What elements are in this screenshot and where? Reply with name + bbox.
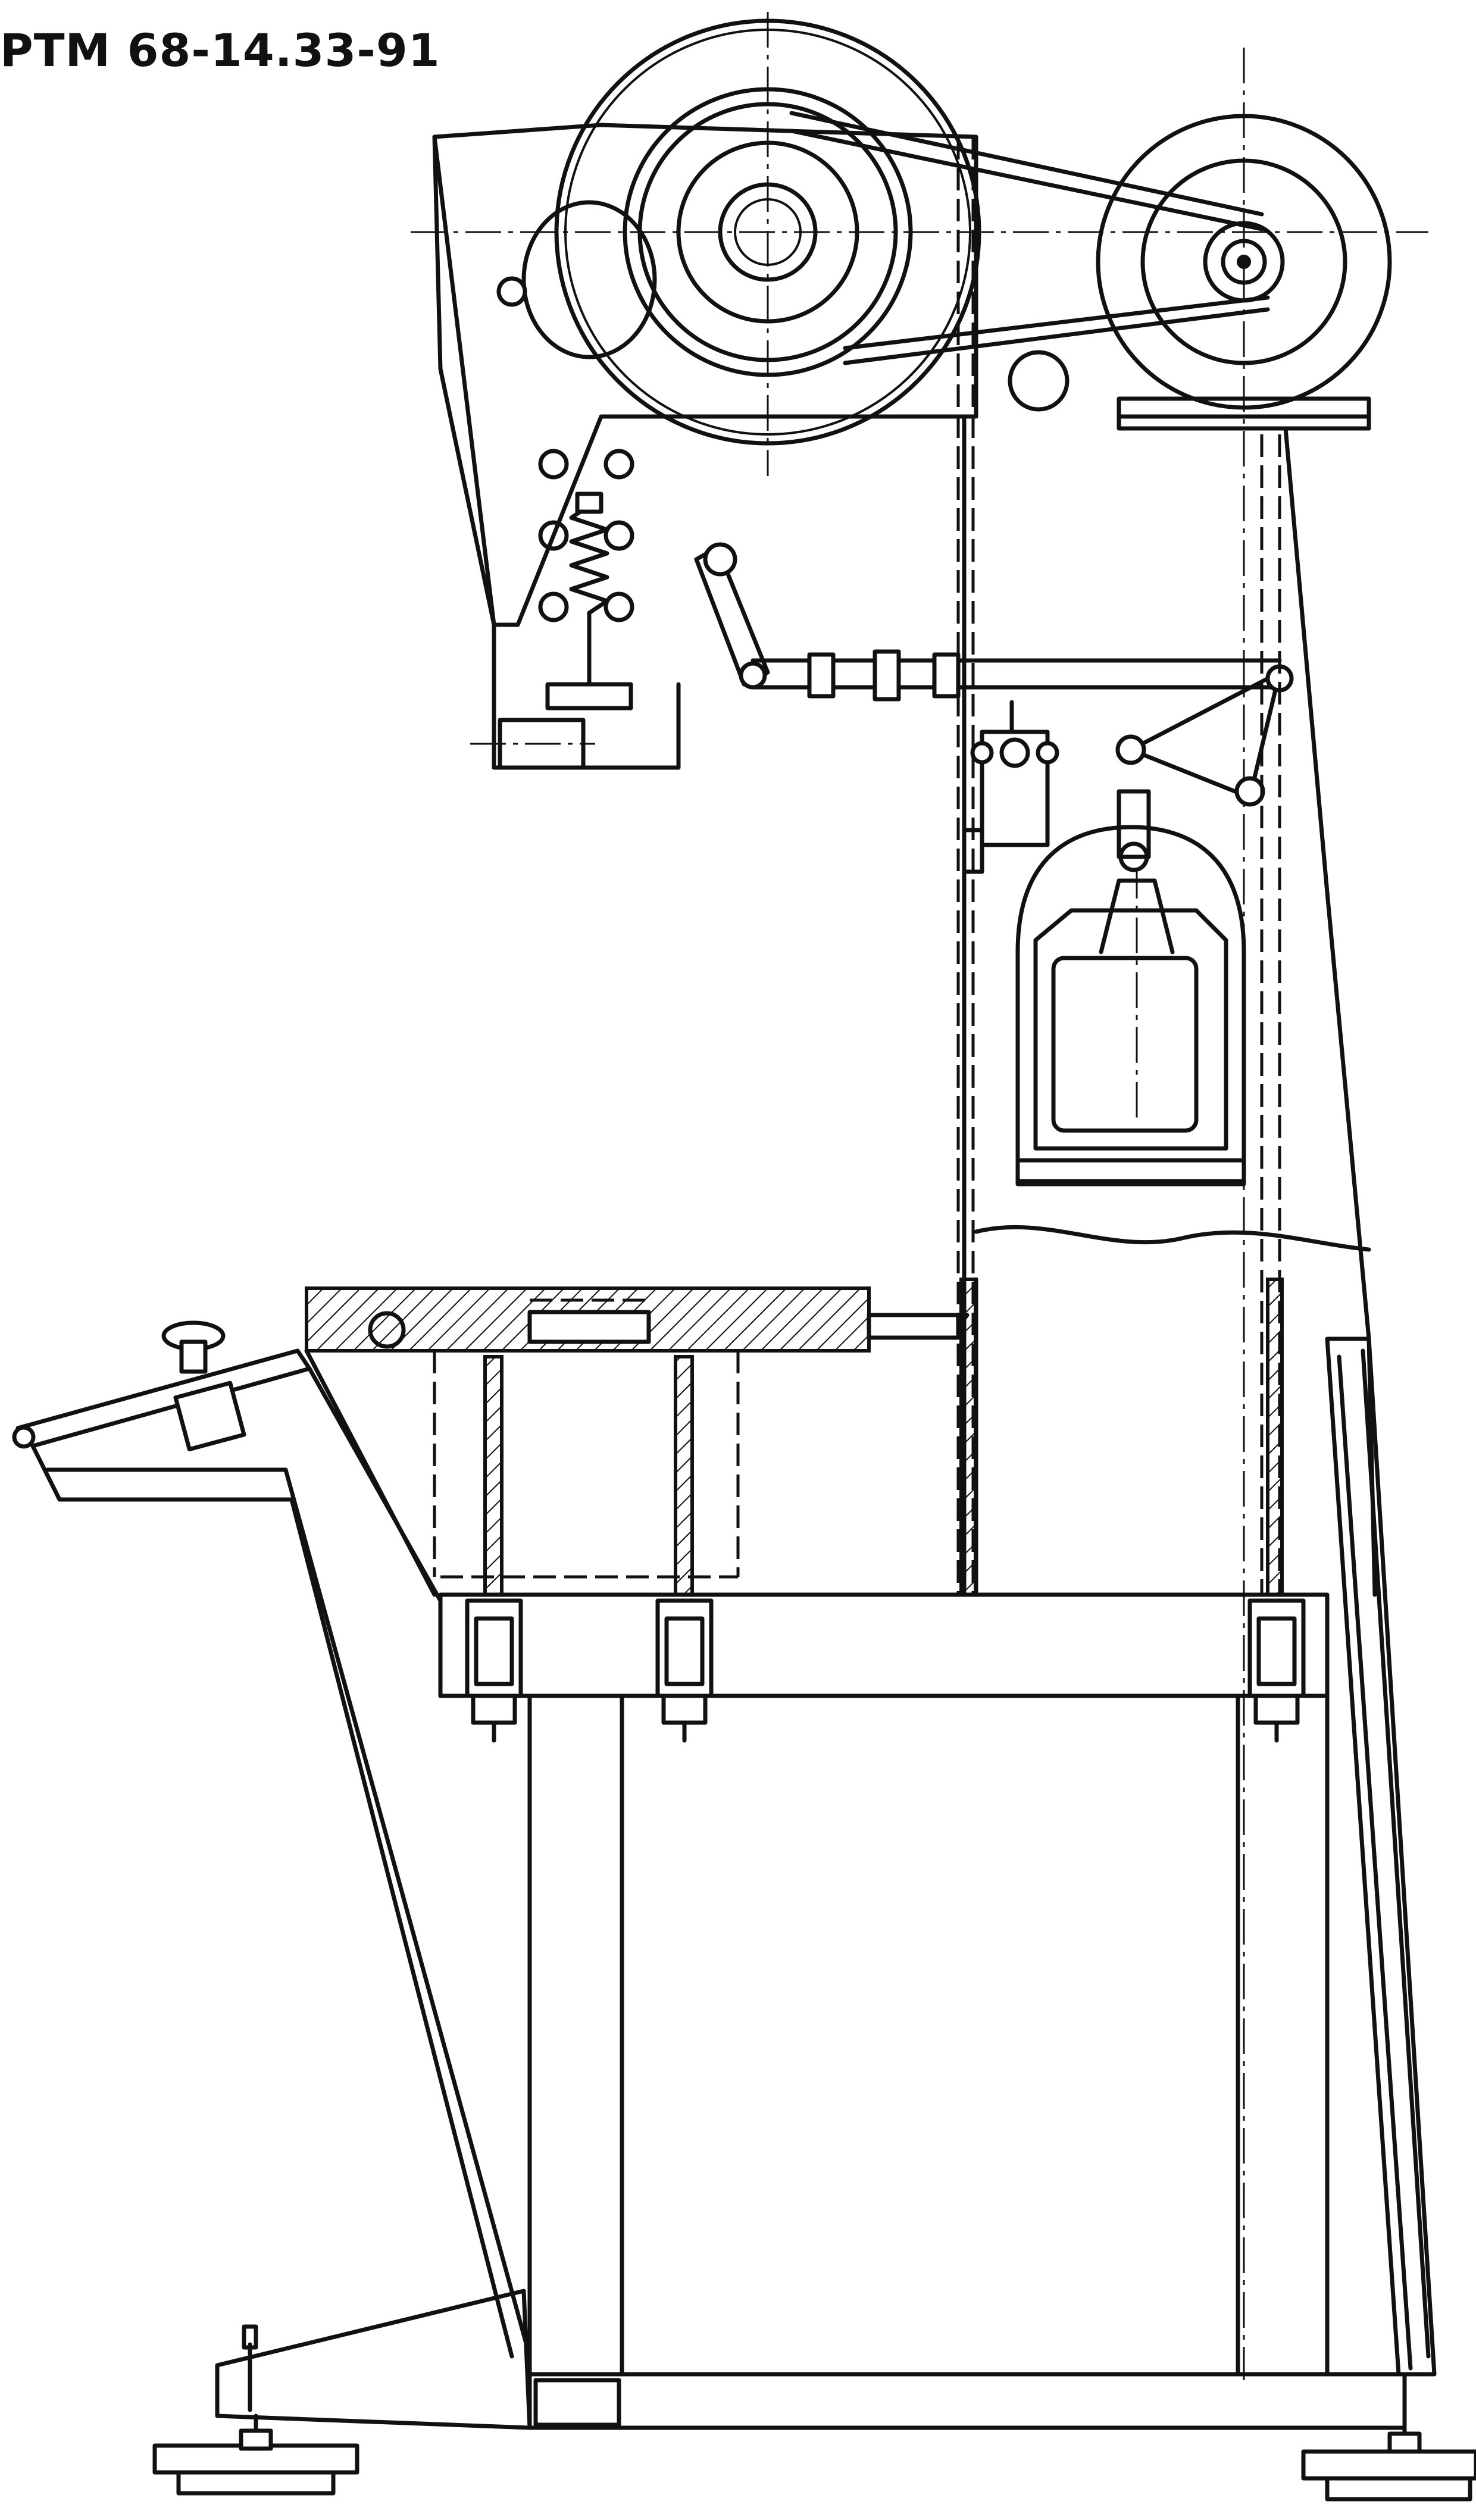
belt-drive-assembly	[411, 12, 1428, 2380]
electrical-box	[962, 700, 1246, 1187]
press-frame	[956, 137, 1377, 1597]
column-right-edge	[1283, 426, 1377, 1597]
return-spring	[569, 503, 609, 615]
left-foot-bracket	[215, 2289, 532, 2430]
work-table	[304, 1286, 970, 1597]
drive-belt	[789, 111, 1264, 217]
foot-control-arm	[12, 1320, 532, 2359]
section-break-line	[974, 1225, 1371, 1252]
tension-roller	[1008, 350, 1070, 412]
clutch-control-linkage	[470, 449, 1294, 807]
bolt-1	[465, 1598, 523, 1743]
operating-panel	[15, 1348, 312, 1448]
bolt-2	[655, 1598, 714, 1743]
bolt-3	[1247, 1598, 1306, 1743]
switch-housing	[1015, 825, 1246, 1187]
crossbeam	[438, 1592, 1330, 1743]
base-beam	[527, 2372, 1407, 2430]
switch-window	[1051, 956, 1199, 1133]
right-leveling-foot	[1301, 2425, 1476, 2502]
limit-switch	[980, 730, 1050, 847]
left-leveling-foot	[152, 2413, 359, 2496]
button-mount	[173, 1380, 246, 1452]
table-rod	[867, 1313, 961, 1340]
document-code: РТМ 68-14.33-91	[0, 24, 440, 77]
head-housing	[432, 123, 978, 627]
machine-stand	[152, 1336, 1476, 2502]
side-guard	[1325, 1336, 1437, 2377]
